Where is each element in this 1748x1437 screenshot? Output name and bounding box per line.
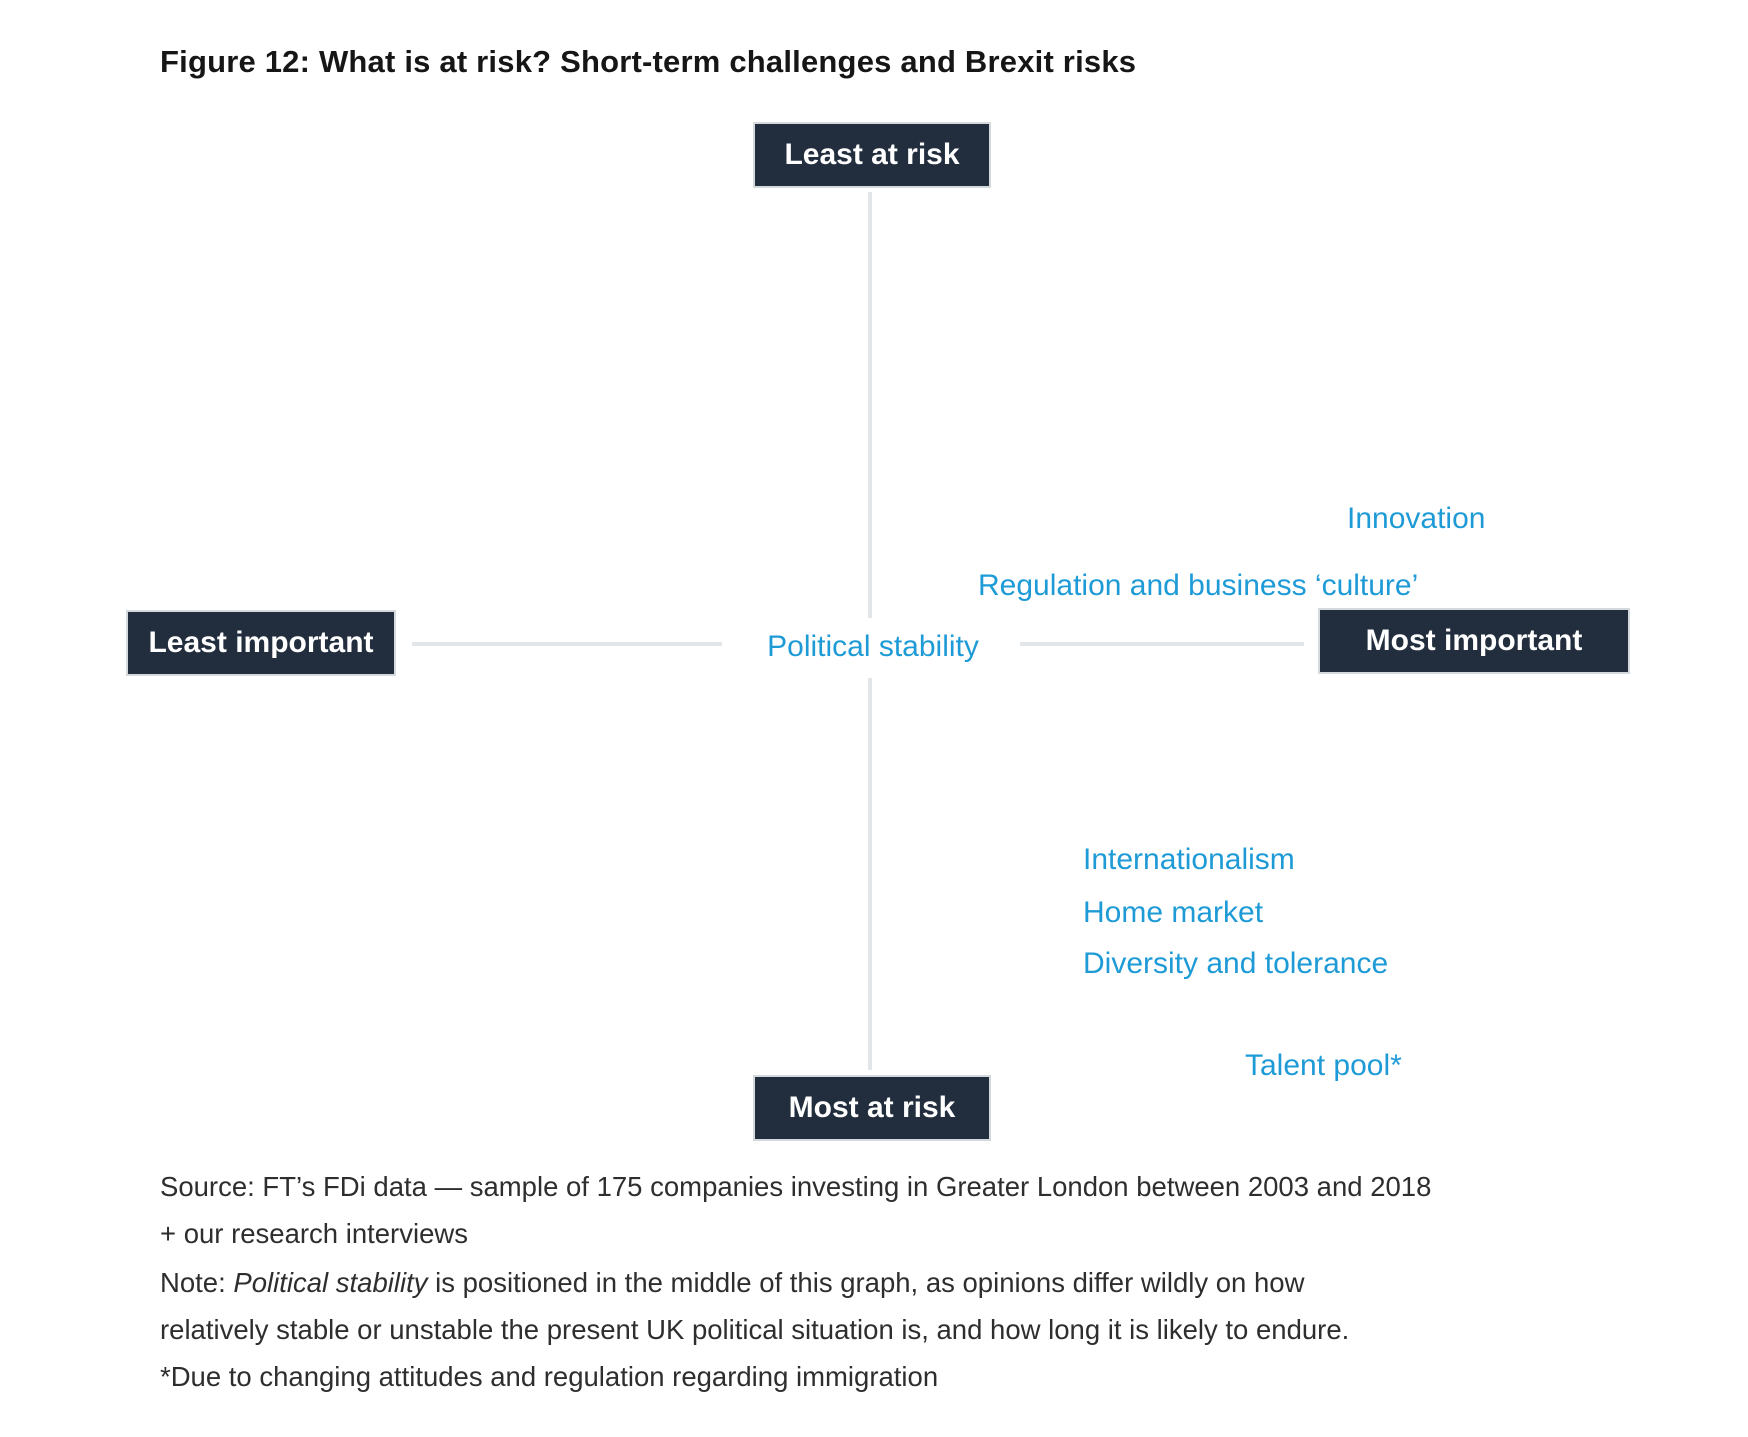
source-note: Source: FT’s FDi data — sample of 175 co… [160, 1163, 1431, 1257]
methodology-note-line2: relatively stable or unstable the presen… [160, 1314, 1350, 1345]
methodology-note-line1: Note: Political stability is positioned … [160, 1259, 1349, 1306]
source-note-line2: + our research interviews [160, 1218, 468, 1249]
axis-label-least-important: Least important [126, 610, 396, 676]
note-prefix: Note: [160, 1267, 234, 1298]
quadrant-item-innovation: Innovation [1347, 502, 1486, 535]
axis-label-most-important: Most important [1318, 608, 1630, 674]
figure-title: Figure 12: What is at risk? Short-term c… [160, 44, 1137, 79]
horizontal-axis-line-left [412, 642, 722, 646]
note-line1-rest: is positioned in the middle of this grap… [427, 1267, 1305, 1298]
source-note-line1: Source: FT’s FDi data — sample of 175 co… [160, 1171, 1432, 1202]
axis-label-most-at-risk: Most at risk [753, 1075, 991, 1141]
horizontal-axis-line-right [1020, 642, 1304, 646]
note-italic-term: Political stability [233, 1267, 428, 1298]
quadrant-item-regulation: Regulation and business ‘culture’ [978, 569, 1419, 602]
quadrant-item-talent-pool: Talent pool* [1245, 1049, 1402, 1082]
quadrant-item-home-market: Home market [1083, 896, 1264, 929]
vertical-axis-line-lower [868, 678, 872, 1070]
quadrant-item-political-stability: Political stability [767, 630, 979, 663]
methodology-note: Note: Political stability is positioned … [160, 1259, 1349, 1353]
talent-pool-footnote: *Due to changing attitudes and regulatio… [160, 1361, 939, 1392]
vertical-axis-line-upper [868, 192, 872, 618]
quadrant-item-internationalism: Internationalism [1083, 843, 1295, 876]
axis-label-least-at-risk: Least at risk [753, 122, 991, 188]
quadrant-item-diversity-tolerance: Diversity and tolerance [1083, 947, 1389, 980]
